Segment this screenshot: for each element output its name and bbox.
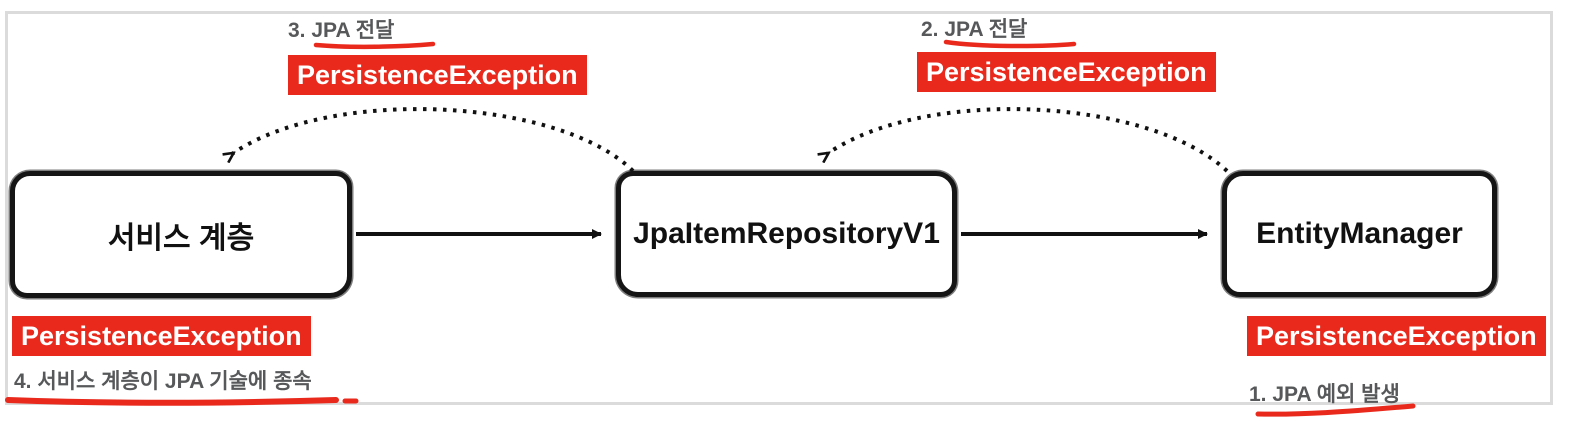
exception-badge-bottom-left: PersistenceException bbox=[12, 316, 311, 356]
node-entity-manager-label: EntityManager bbox=[1256, 217, 1463, 250]
exception-badge-top-right: PersistenceException bbox=[917, 52, 1216, 92]
diagram-frame bbox=[5, 11, 1553, 405]
exception-badge-bottom-right: PersistenceException bbox=[1247, 316, 1546, 356]
step-label-4-service-depends-on-jpa: 4. 서비스 계층이 JPA 기술에 종속 bbox=[14, 370, 312, 393]
node-jpa-item-repository-v1-label: JpaItemRepositoryV1 bbox=[633, 217, 940, 250]
step-label-2-jpa-forward: 2. JPA 전달 bbox=[921, 18, 1028, 41]
node-jpa-item-repository-v1: JpaItemRepositoryV1 bbox=[616, 171, 957, 297]
exception-badge-top-left: PersistenceException bbox=[288, 55, 587, 95]
node-entity-manager: EntityManager bbox=[1222, 171, 1497, 297]
node-service-layer-label: 서비스 계층 bbox=[107, 221, 255, 255]
step-label-1-jpa-exception-occurs: 1. JPA 예외 발생 bbox=[1249, 383, 1400, 406]
step-label-3-jpa-forward: 3. JPA 전달 bbox=[288, 19, 395, 42]
node-service-layer: 서비스 계층 bbox=[10, 171, 352, 298]
